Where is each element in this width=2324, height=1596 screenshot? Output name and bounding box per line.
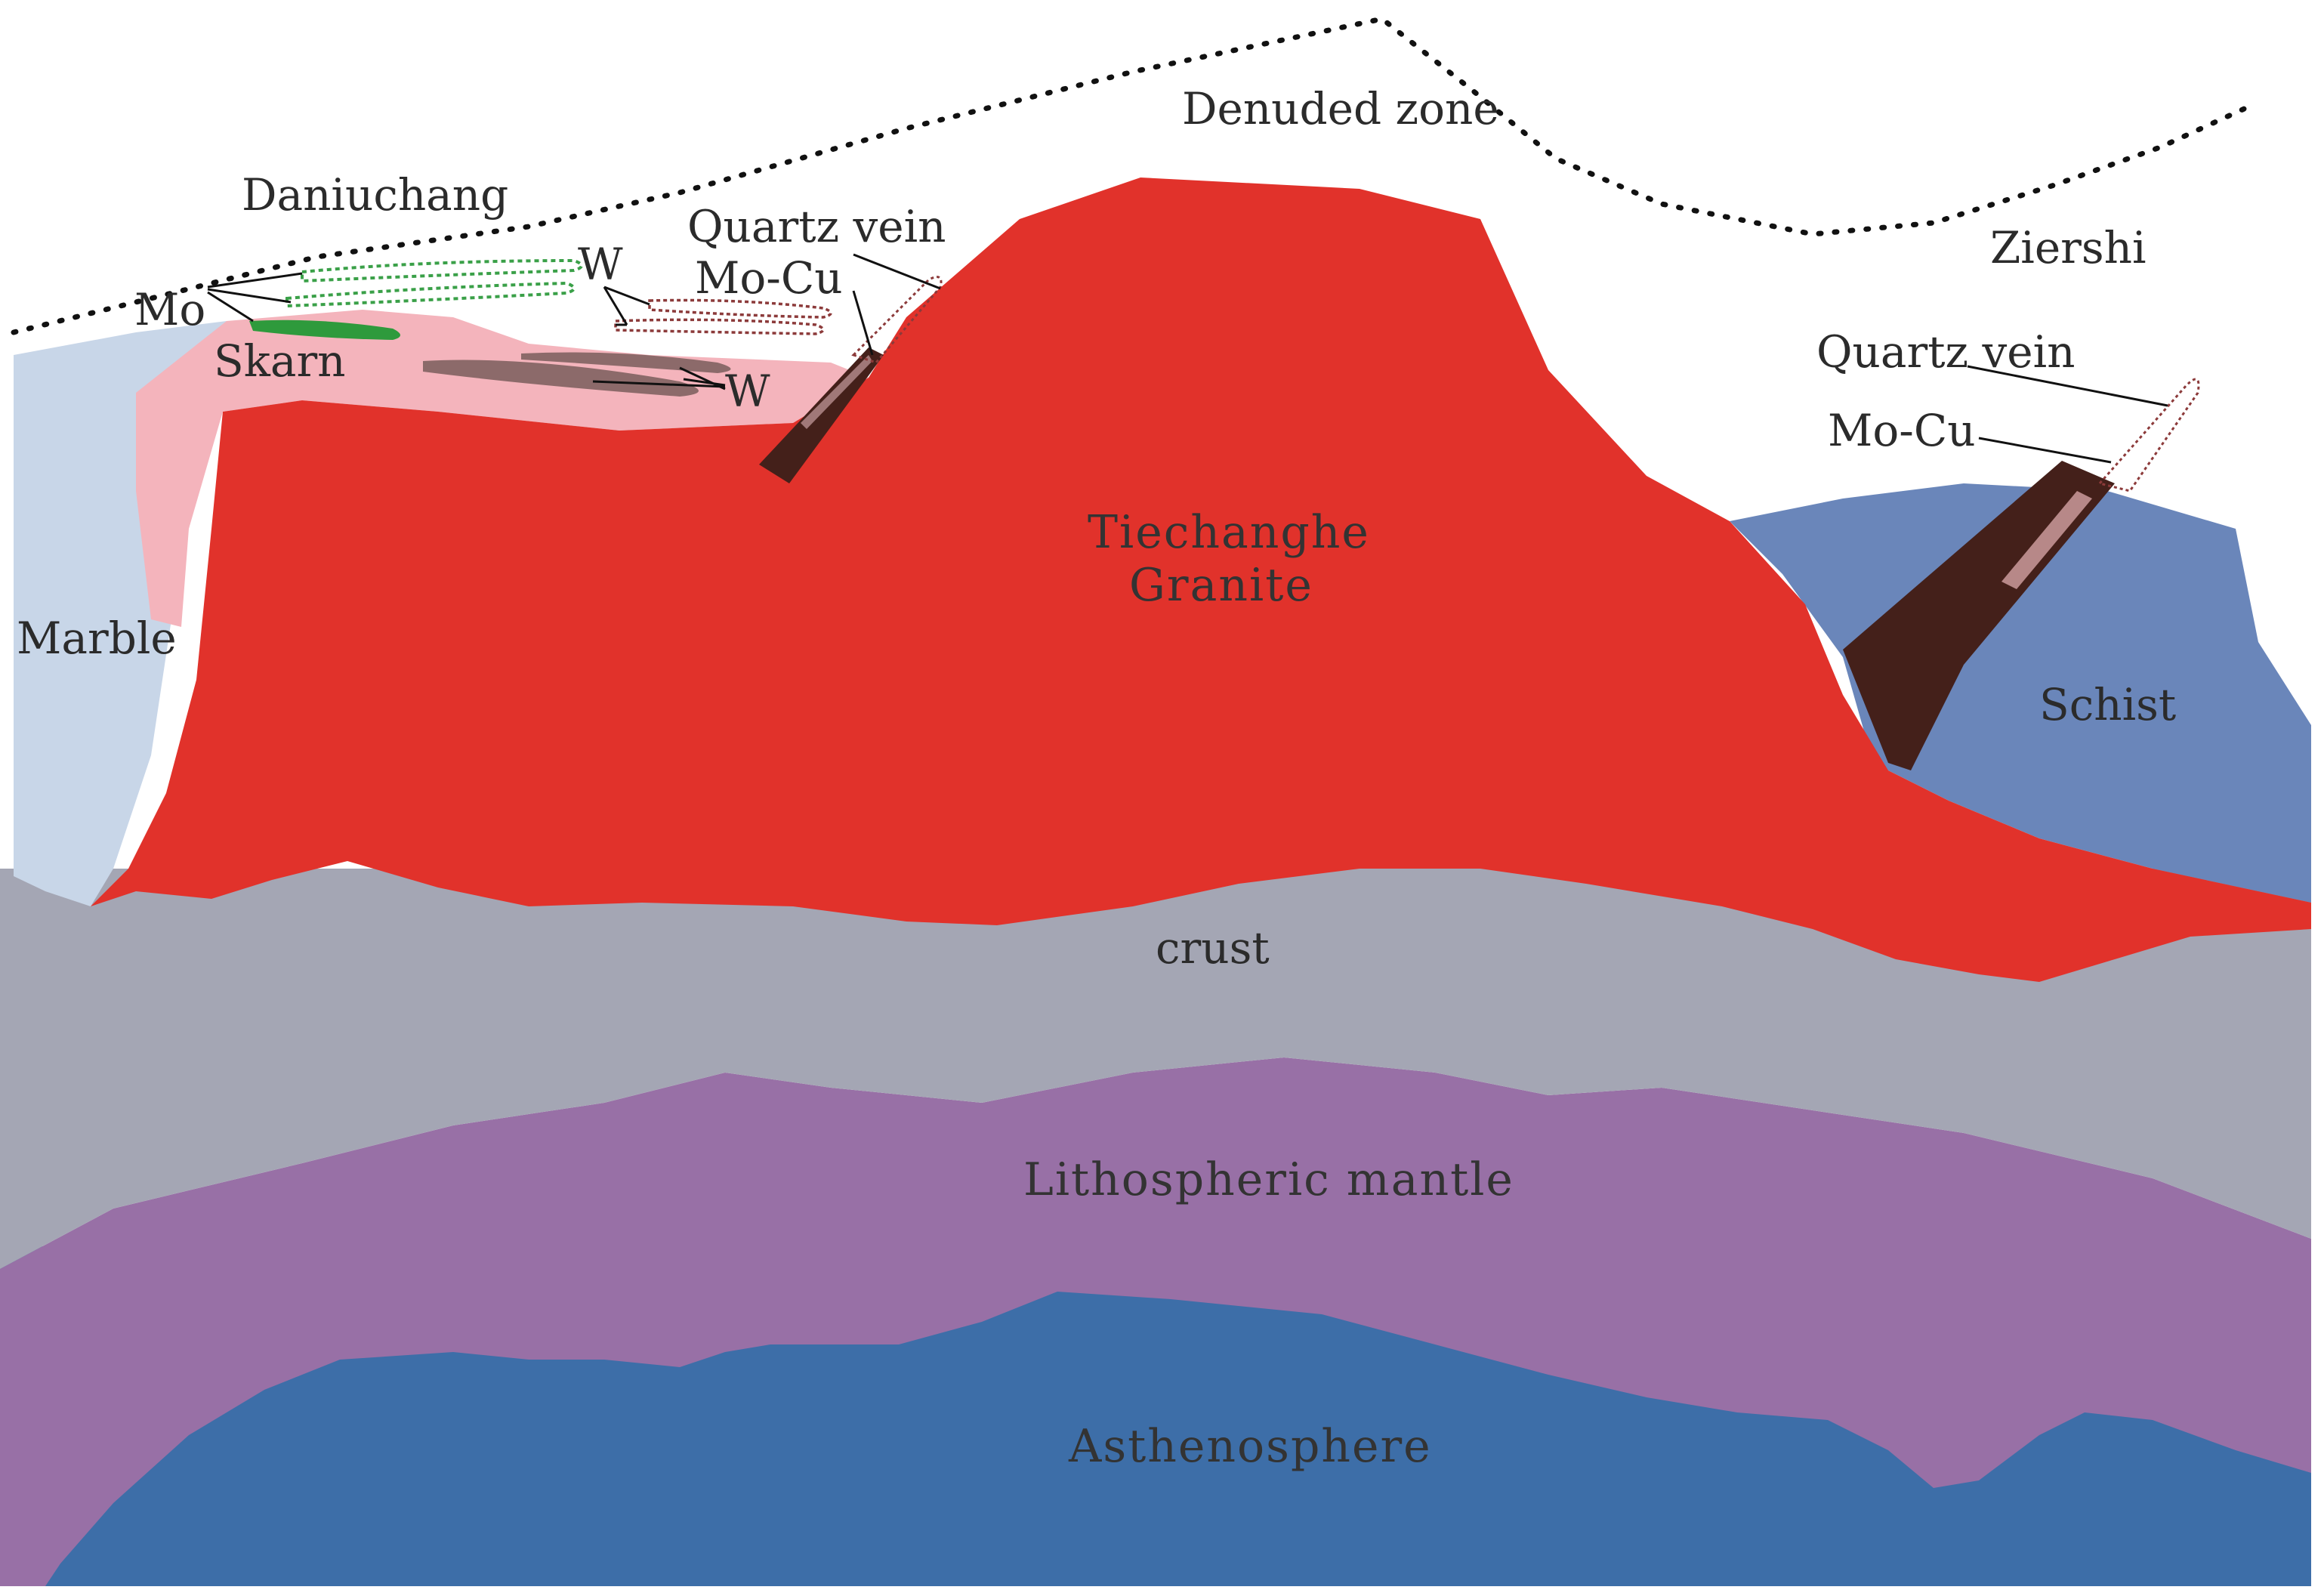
lithospheric-mantle-layer — [0, 1057, 2311, 1586]
label-w-upper: W — [578, 239, 623, 290]
mo-orebody-solid — [249, 320, 400, 340]
quartz-vein-right-core — [2001, 491, 2092, 589]
w-orebody-1 — [423, 360, 699, 397]
w-orebody-2 — [521, 352, 731, 373]
mo-cu-vein-right-outline — [2097, 378, 2200, 492]
mo-cu-vein-left-outline — [851, 276, 943, 364]
w-orebody-dashed-2 — [614, 318, 825, 335]
label-w-lower: W — [725, 366, 770, 417]
label-marble: Marble — [17, 613, 177, 664]
granite-body — [91, 178, 2311, 982]
schist-body — [1730, 483, 2311, 903]
label-quartz-vein-left: Quartz vein — [687, 201, 946, 252]
leader-lines — [207, 253, 2168, 464]
label-granite-line1: Tiechanghe — [1088, 506, 1370, 559]
w-orebody-dashed-1 — [648, 298, 832, 319]
label-mo: Mo — [134, 284, 205, 335]
label-schist: Schist — [2039, 679, 2176, 730]
label-skarn: Skarn — [214, 335, 346, 387]
label-denuded-zone: Denuded zone — [1182, 83, 1499, 134]
quartz-vein-left-core — [801, 355, 872, 429]
label-mo-cu-right: Mo-Cu — [1828, 405, 1976, 456]
crust-layer — [0, 869, 2311, 1269]
denuded-zone-boundary — [11, 16, 2254, 335]
label-mo-cu-left: Mo-Cu — [695, 252, 843, 304]
label-asthenosphere: Asthenosphere — [1068, 1420, 1432, 1473]
label-lithospheric-mantle: Lithospheric mantle — [1023, 1153, 1514, 1206]
label-quartz-vein-right: Quartz vein — [1816, 326, 2076, 378]
label-granite-line2: Granite — [1129, 559, 1313, 612]
label-daniuchang: Daniuchang — [242, 169, 508, 221]
label-crust: crust — [1156, 922, 1270, 974]
label-ziershi: Ziershi — [1990, 222, 2147, 273]
